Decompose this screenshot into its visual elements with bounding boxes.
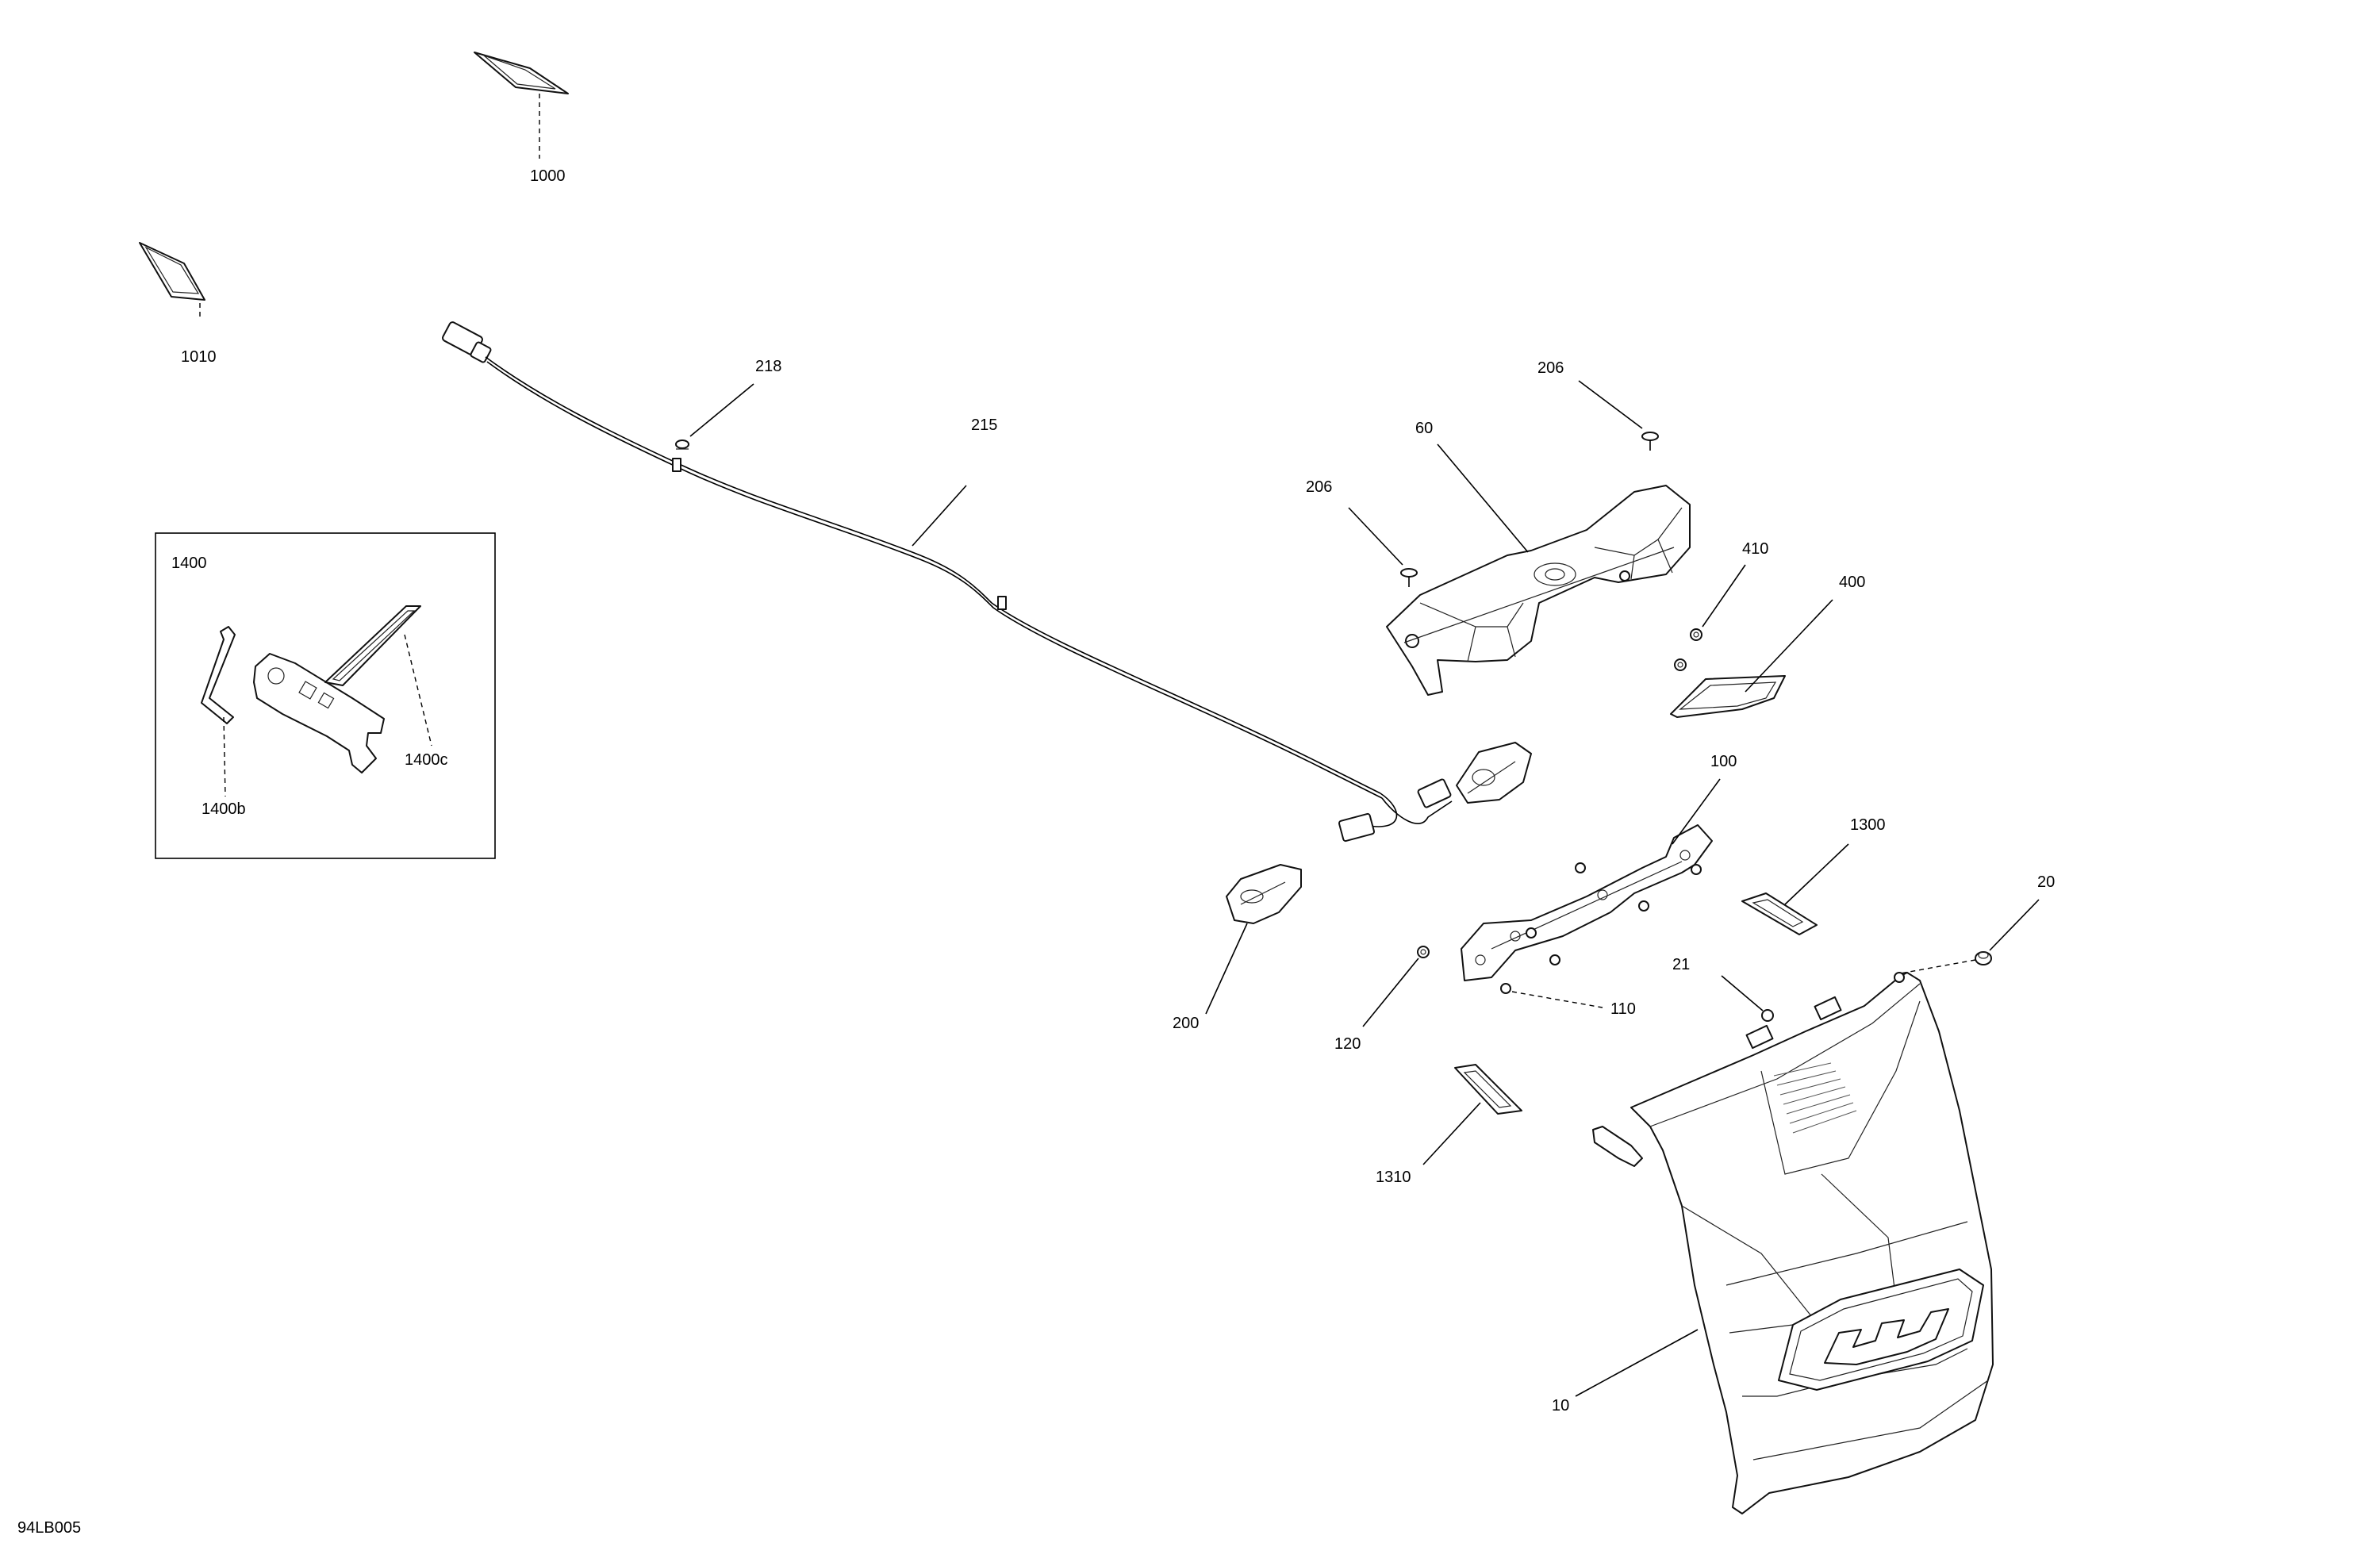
part-1310-reflector[interactable] bbox=[1454, 1064, 1522, 1115]
callout-1010[interactable]: 1010 bbox=[181, 348, 217, 366]
callout-206-b[interactable]: 206 bbox=[1537, 359, 1564, 377]
part-20-rivet[interactable] bbox=[1975, 951, 1992, 965]
part-21-nut[interactable] bbox=[1761, 1009, 1774, 1022]
part-206-screw-a[interactable] bbox=[1400, 568, 1418, 587]
part-110-washers[interactable] bbox=[1500, 862, 1702, 994]
part-1400b-hex-key[interactable] bbox=[201, 626, 236, 724]
callout-1300[interactable]: 1300 bbox=[1850, 816, 1886, 834]
callout-1310[interactable]: 1310 bbox=[1376, 1169, 1411, 1186]
part-410-nut[interactable] bbox=[1674, 628, 1702, 671]
part-10-snow-flap[interactable] bbox=[1592, 972, 1994, 1514]
callout-20[interactable]: 20 bbox=[2037, 873, 2055, 891]
diagram-id-label: 94LB005 bbox=[17, 1519, 81, 1537]
callout-1400b[interactable]: 1400b bbox=[202, 800, 246, 818]
callout-1400c[interactable]: 1400c bbox=[405, 751, 448, 769]
callout-206-a[interactable]: 206 bbox=[1306, 478, 1332, 496]
part-206-screw-b[interactable] bbox=[1641, 432, 1659, 451]
callout-215[interactable]: 215 bbox=[971, 416, 997, 434]
callout-21[interactable]: 21 bbox=[1672, 956, 1690, 973]
callout-10[interactable]: 10 bbox=[1552, 1397, 1569, 1414]
part-1400c-strap[interactable] bbox=[324, 605, 421, 686]
callout-110[interactable]: 110 bbox=[1610, 1000, 1636, 1018]
callout-1400[interactable]: 1400 bbox=[171, 555, 207, 572]
callout-60[interactable]: 60 bbox=[1415, 420, 1433, 437]
part-400-reflector[interactable] bbox=[1670, 675, 1786, 718]
part-120-nut[interactable] bbox=[1417, 946, 1430, 958]
callout-100[interactable]: 100 bbox=[1710, 753, 1737, 770]
part-60-tail-light-housing[interactable] bbox=[1386, 485, 1691, 696]
callout-200[interactable]: 200 bbox=[1173, 1015, 1199, 1032]
part-218-clip[interactable] bbox=[675, 439, 689, 450]
callout-400[interactable]: 400 bbox=[1839, 574, 1865, 591]
callout-1000[interactable]: 1000 bbox=[530, 167, 566, 185]
callout-120[interactable]: 120 bbox=[1334, 1035, 1361, 1053]
part-1400-wrench[interactable] bbox=[253, 653, 385, 773]
part-1010-decal[interactable] bbox=[139, 242, 205, 301]
part-1000-decal[interactable] bbox=[474, 52, 569, 94]
toolkit-1400-frame bbox=[155, 532, 496, 859]
part-100-bracket[interactable] bbox=[1461, 824, 1713, 981]
callout-218[interactable]: 218 bbox=[755, 358, 781, 375]
part-1300-reflector[interactable] bbox=[1741, 892, 1818, 935]
part-215-wiring-harness[interactable] bbox=[441, 321, 1453, 843]
part-200-side-light[interactable] bbox=[1226, 742, 1532, 924]
callout-410[interactable]: 410 bbox=[1742, 540, 1768, 558]
